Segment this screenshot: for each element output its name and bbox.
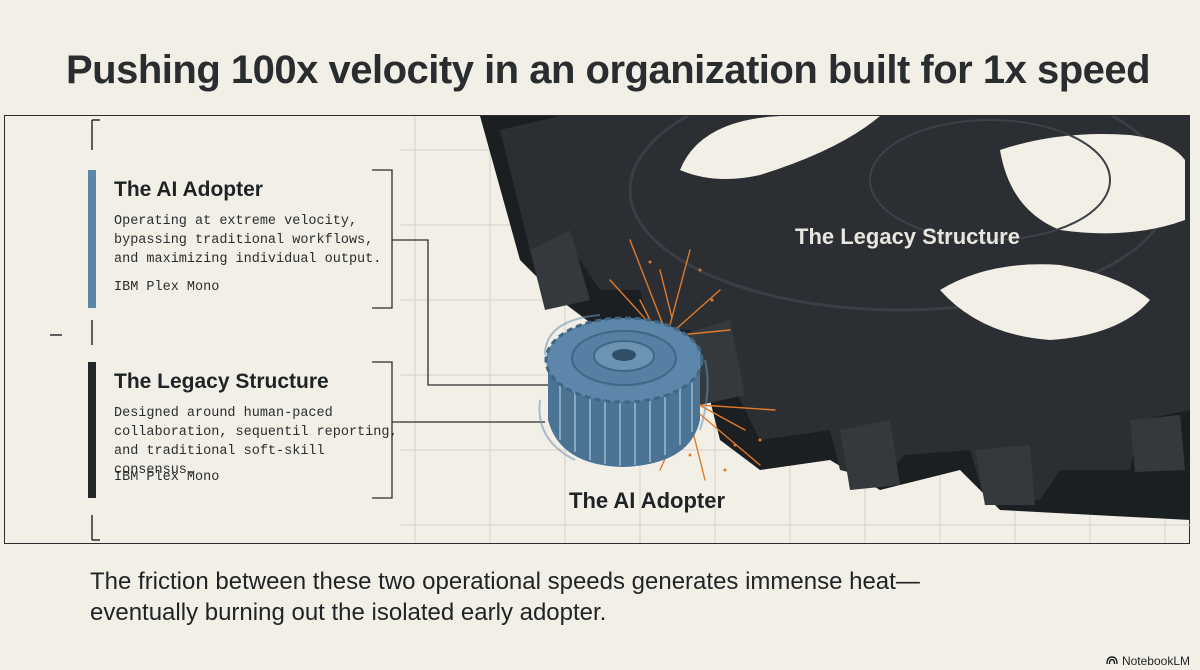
header: Pushing 100x velocity in an organization…: [4, 4, 1190, 116]
large-gear-icon: [480, 116, 1190, 520]
footer-text: The friction between these two operation…: [90, 568, 920, 626]
page-title: Pushing 100x velocity in an organization…: [66, 48, 1151, 92]
notebooklm-logo-icon: [1106, 654, 1118, 668]
panel-font-note: IBM Plex Mono: [114, 280, 220, 295]
brand-mark: NotebookLM: [1106, 654, 1190, 668]
panel-ai-adopter: The AI Adopter Operating at extreme velo…: [88, 170, 398, 308]
small-gear-icon: [538, 314, 709, 467]
large-gear-label: The Legacy Structure: [795, 224, 1020, 249]
brand-name: NotebookLM: [1121, 654, 1190, 668]
panel-body: Designed around human-paced collaboratio…: [114, 406, 398, 478]
footer: The friction between these two operation…: [4, 543, 1190, 662]
panel-title: The AI Adopter: [114, 178, 263, 201]
panel-font-note: IBM Plex Mono: [114, 470, 220, 485]
small-gear-label: The AI Adopter: [569, 488, 726, 513]
panel-title: The Legacy Structure: [114, 370, 329, 393]
panel-body: Operating at extreme velocity, bypassing…: [114, 214, 382, 267]
panel-accent-bar: [88, 362, 96, 498]
panel-legacy-structure: The Legacy Structure Designed around hum…: [88, 362, 398, 498]
panel-accent-bar: [88, 170, 96, 308]
